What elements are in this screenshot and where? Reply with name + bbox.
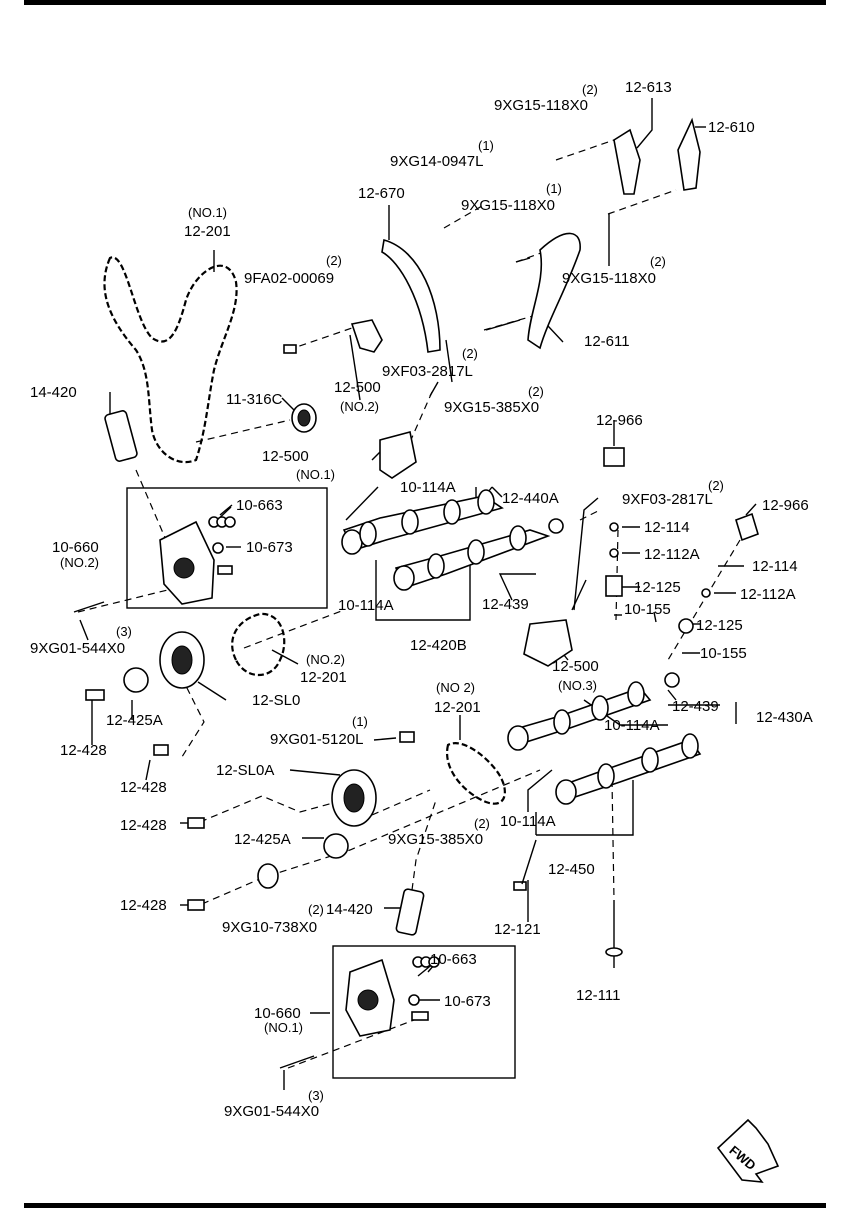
part-label: 11-316C: [226, 391, 283, 408]
part-label: 10-155: [700, 645, 747, 662]
part-label: (NO.2): [60, 555, 99, 570]
part-label: (NO.2): [340, 399, 379, 414]
part-label: 12-425A: [234, 831, 291, 848]
part-label: 12-201: [300, 669, 347, 686]
part-label: 12-114: [644, 519, 690, 536]
part-label: 10-663: [236, 497, 283, 514]
part-label: 12-439: [482, 596, 529, 613]
part-label: (1): [352, 714, 368, 729]
part-label: (2): [528, 384, 544, 399]
part-label: 12-440A: [502, 490, 559, 507]
part-label: 12-670: [358, 185, 405, 202]
part-label: (3): [116, 624, 132, 639]
part-label: 12-450: [548, 861, 595, 878]
top-border: [24, 0, 826, 5]
part-label: (NO.3): [558, 678, 597, 693]
part-label: 12-SL0: [252, 692, 300, 709]
part-label: 12-201: [434, 699, 481, 716]
part-label: 12-114: [752, 558, 798, 575]
part-label: 9XG01-544X0: [224, 1103, 319, 1120]
part-label: (NO.2): [306, 652, 345, 667]
part-label: 10-114A: [604, 717, 660, 734]
part-label: 12-966: [596, 412, 643, 429]
part-label: 12-121: [494, 921, 541, 938]
part-label: (NO.1): [264, 1020, 303, 1035]
part-label: (2): [326, 253, 342, 268]
part-label: (2): [474, 816, 490, 831]
part-label: 10-663: [430, 951, 477, 968]
part-label: 12-610: [708, 119, 755, 136]
part-label: 12-201: [184, 223, 231, 240]
part-label: 12-966: [762, 497, 809, 514]
part-label: 12-420B: [410, 637, 467, 654]
part-label: (NO.1): [188, 205, 227, 220]
part-label: (NO 2): [436, 680, 475, 695]
part-label: 14-420: [326, 901, 373, 918]
part-label: (1): [478, 138, 494, 153]
part-label: (2): [308, 902, 324, 917]
part-label: 12-430A: [756, 709, 813, 726]
part-label: 12-428: [120, 817, 167, 834]
part-label: 12-500: [262, 448, 309, 465]
part-label: 9XG15-118X0: [494, 97, 588, 114]
bottom-border: [24, 1203, 826, 1208]
part-label: 12-125: [634, 579, 681, 596]
part-label: (3): [308, 1088, 324, 1103]
part-label: 12-613: [625, 79, 672, 96]
part-label: 12-428: [60, 742, 107, 759]
part-label: 10-114A: [500, 813, 556, 830]
part-label: 10-673: [246, 539, 293, 556]
part-label: (NO.1): [296, 467, 335, 482]
part-label: 9XG01-5120L: [270, 731, 363, 748]
part-label: 12-500: [552, 658, 599, 675]
part-label: 12-611: [584, 333, 630, 350]
part-labels: (2)9XG15-118X012-61312-610(1)9XG14-0947L…: [30, 79, 813, 1120]
part-label: 9XG15-385X0: [388, 831, 483, 848]
part-label: 12-SL0A: [216, 762, 274, 779]
part-label: (1): [546, 181, 562, 196]
part-label: 9XG15-118X0: [461, 197, 555, 214]
part-label: 12-125: [696, 617, 743, 634]
part-label: 9XG14-0947L: [390, 153, 483, 170]
part-label: 10-114A: [400, 479, 456, 496]
part-label: 10-660: [254, 1005, 301, 1022]
part-drawings: [73, 98, 759, 1090]
part-label: 9XF03-2817L: [382, 363, 473, 380]
part-label: (2): [582, 82, 598, 97]
part-label: 12-428: [120, 779, 167, 796]
part-label: 10-660: [52, 539, 99, 556]
part-label: 12-439: [672, 698, 719, 715]
part-label: 12-112A: [740, 586, 796, 603]
part-label: 14-420: [30, 384, 77, 401]
part-label: (2): [708, 478, 724, 493]
part-label: 10-673: [444, 993, 491, 1010]
fwd-direction-arrow: FWD: [716, 1118, 780, 1183]
part-label: (2): [462, 346, 478, 361]
part-label: 12-500: [334, 379, 381, 396]
part-label: 12-425A: [106, 712, 163, 729]
part-label: 9XG15-385X0: [444, 399, 539, 416]
part-label: 9FA02-00069: [244, 270, 334, 287]
part-label: 9XF03-2817L: [622, 491, 713, 508]
part-label: (2): [650, 254, 666, 269]
part-label: 12-111: [576, 987, 620, 1004]
part-label: 10-155: [624, 601, 671, 618]
part-label: 10-114A: [338, 597, 394, 614]
part-label: 12-428: [120, 897, 167, 914]
part-label: 9XG15-118X0: [562, 270, 656, 287]
part-label: 9XG10-738X0: [222, 919, 317, 936]
part-label: 9XG01-544X0: [30, 640, 125, 657]
part-label: 12-112A: [644, 546, 700, 563]
